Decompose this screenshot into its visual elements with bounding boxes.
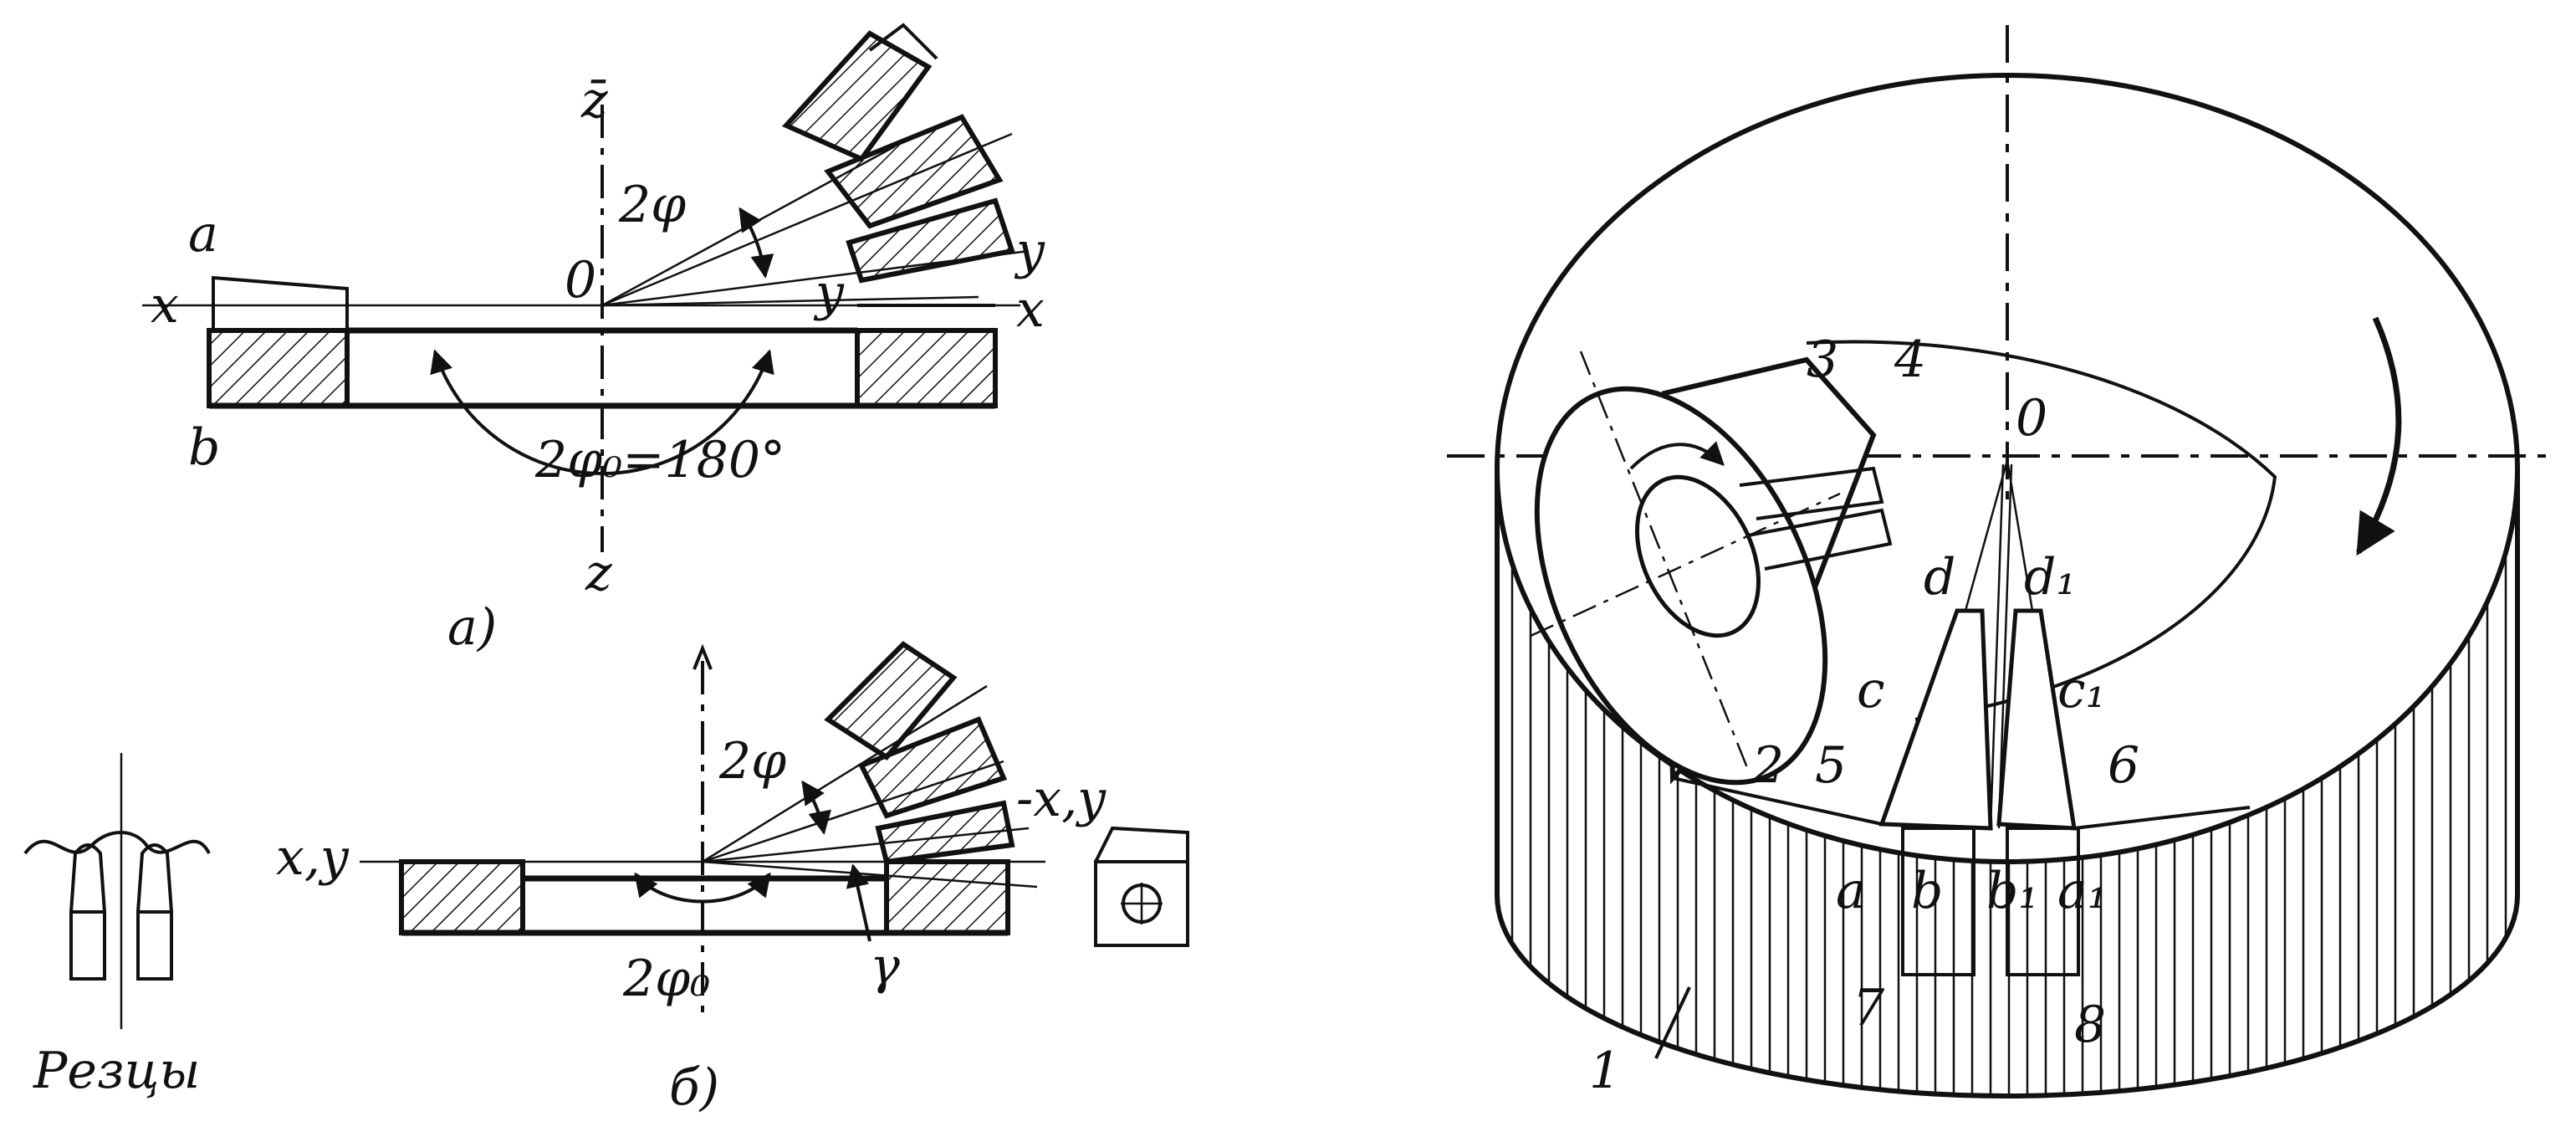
fig-b-cutters-sketch	[23, 753, 211, 1029]
fig-b-label-2phi: 2φ	[718, 732, 786, 791]
fig-a-caption: a)	[447, 598, 497, 657]
fig-b-label-xy-left: x,y	[276, 828, 350, 887]
fig-c-cut-edge-right	[2073, 806, 2251, 830]
fig-c-pinion	[1530, 351, 1893, 786]
fig-c-label-5: 5	[1815, 736, 1847, 795]
figure-b: 2φ 2φ₀ x,y -x,y γ Резцы б)	[23, 641, 1189, 1117]
fig-b-angle-2phi0	[634, 872, 771, 904]
fig-c-label-b: b	[1911, 862, 1943, 920]
fig-c-label-8: 8	[2074, 996, 2106, 1054]
fig-a-angle-2phi	[739, 207, 774, 279]
fig-a-label-2phi: 2φ	[618, 176, 686, 234]
fig-b-angle-2phi	[801, 780, 831, 835]
fig-c-cut-edge-left	[1672, 776, 1883, 826]
fig-b-label-cutters: Резцы	[33, 1042, 200, 1100]
fig-b-label-gamma: γ	[870, 937, 900, 996]
fig-b-pinion	[824, 641, 1015, 865]
fig-c-label-c: c	[1857, 661, 1885, 720]
fig-a-label-origin: 0	[565, 251, 596, 310]
fig-c-leader-1	[1654, 986, 1691, 1059]
fig-b-cutter-holder-icon	[1094, 826, 1189, 947]
fig-b-label-xy-right: -x,y	[1016, 770, 1107, 828]
fig-c-label-origin: 0	[2016, 389, 2047, 448]
fig-a-pinion	[781, 23, 1015, 284]
fig-a-label-z-top: z̄	[580, 71, 608, 130]
fig-c-label-1: 1	[1589, 1042, 1621, 1100]
fig-a-label-y-inner: y	[813, 264, 845, 322]
fig-b-caption: б)	[669, 1058, 719, 1117]
fig-a-angle-2phi0	[430, 349, 774, 475]
fig-c-label-a1: a₁	[2057, 862, 2108, 920]
fig-c-label-d1: d₁	[2024, 548, 2076, 607]
fig-c-label-3: 3	[1807, 330, 1838, 389]
fig-c-label-c1: c₁	[2057, 661, 2106, 720]
fig-a-label-a: a	[188, 205, 218, 264]
fig-c-cutters	[1878, 459, 2080, 976]
fig-b-gamma-arrow	[846, 863, 871, 942]
fig-b-label-2phi0: 2φ₀	[622, 950, 710, 1008]
fig-b-axis-arrow-icon	[693, 643, 713, 670]
fig-a-label-x-left: x	[151, 276, 179, 335]
figure-a: z̄ 0 2φ 2φ₀=180° z x x y y a b a)	[142, 23, 1045, 657]
figure-c: 0 1 2 3 4 5 6 7 8 a b b₁ a₁ c c₁ d d₁	[1447, 25, 2551, 1100]
fig-b-axis-right	[702, 860, 1038, 889]
fig-b-gear-blank-section	[399, 859, 1010, 936]
fig-c-rotation-arrow	[2355, 316, 2402, 556]
fig-c-label-4: 4	[1894, 330, 1926, 389]
fig-a-label-x-right: x	[1016, 280, 1045, 339]
fig-c-label-b1: b₁	[1986, 862, 2038, 920]
fig-a-label-y-outer: y	[1014, 222, 1045, 280]
fig-a-label-2phi0: 2φ₀=180°	[534, 431, 785, 489]
fig-c-inner-recess	[1806, 340, 2277, 721]
fig-c-label-a: a	[1836, 862, 1866, 920]
fig-c-label-6: 6	[2108, 736, 2139, 795]
fig-c-label-7: 7	[1853, 979, 1885, 1037]
fig-c-label-d: d	[1924, 548, 1955, 607]
fig-c-label-2: 2	[1751, 736, 1784, 795]
fig-a-label-b: b	[188, 418, 220, 477]
fig-a-label-z-bottom: z	[585, 544, 612, 602]
